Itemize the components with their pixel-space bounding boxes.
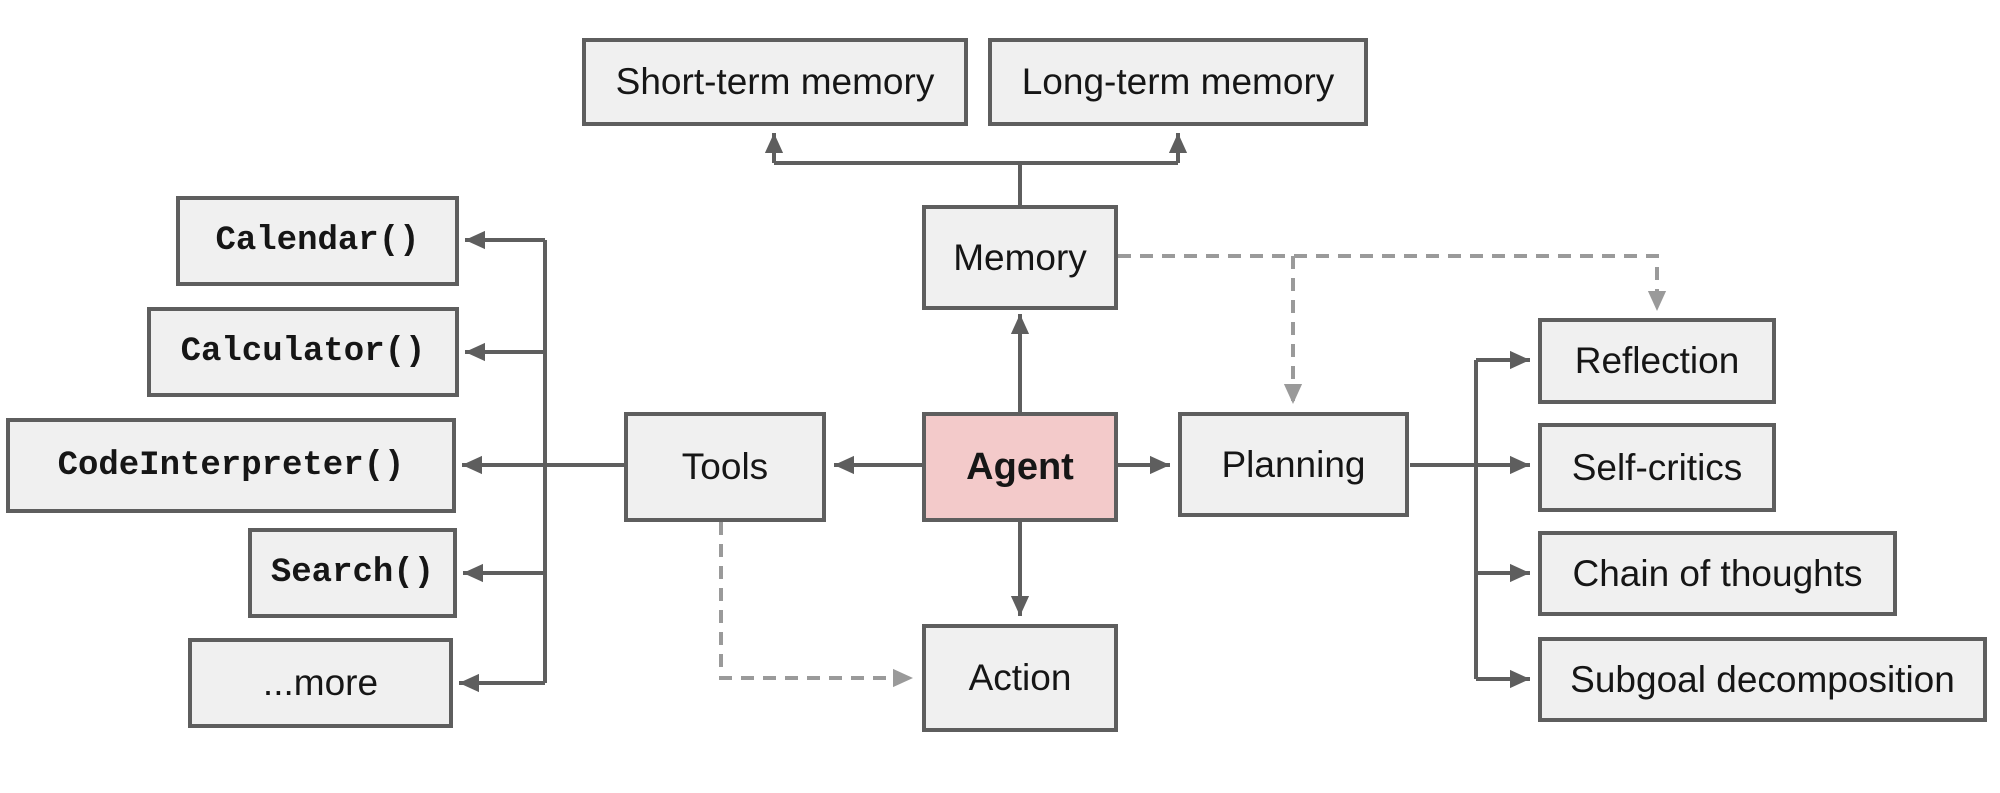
node-tool-calculator: Calculator() [147, 307, 459, 397]
node-agent: Agent [922, 412, 1118, 522]
node-short-term-memory: Short-term memory [582, 38, 968, 126]
node-planning: Planning [1178, 412, 1409, 517]
node-long-term-memory: Long-term memory [988, 38, 1368, 126]
node-tools: Tools [624, 412, 826, 522]
node-planning-reflection: Reflection [1538, 318, 1776, 404]
node-planning-subgoal-decomposition: Subgoal decomposition [1538, 637, 1987, 722]
node-tool-search: Search() [248, 528, 457, 618]
node-tool-calendar: Calendar() [176, 196, 459, 286]
node-tool-codeinterpreter: CodeInterpreter() [6, 418, 456, 513]
node-planning-self-critics: Self-critics [1538, 423, 1776, 512]
node-memory: Memory [922, 205, 1118, 310]
dashed-arrow-memory-to-reflection [1118, 254, 1667, 311]
node-planning-chain-of-thoughts: Chain of thoughts [1538, 531, 1897, 616]
dashed-arrow-tools-to-action [719, 522, 913, 688]
node-tool-more: ...more [188, 638, 453, 728]
node-action: Action [922, 624, 1118, 732]
